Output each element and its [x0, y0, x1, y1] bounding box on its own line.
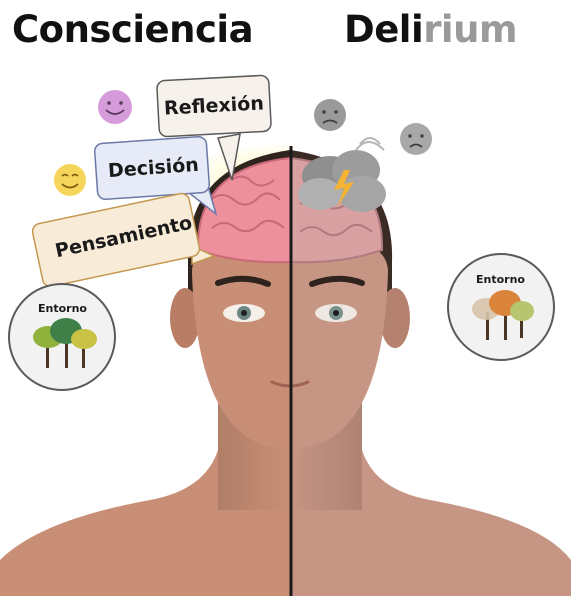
left-eye	[223, 304, 265, 322]
storm-cloud-icon	[298, 138, 386, 212]
sad-gray-emoji-icon	[314, 99, 346, 131]
worried-gray-emoji-icon	[400, 123, 432, 155]
environment-circle-left	[9, 284, 115, 390]
right-eye	[315, 304, 357, 322]
environment-label-left: Entorno	[38, 302, 87, 315]
environment-label-right: Entorno	[476, 273, 525, 286]
environment-circle-right	[448, 254, 554, 360]
happy-purple-emoji-icon	[98, 90, 132, 124]
happy-yellow-emoji-icon	[54, 164, 86, 196]
